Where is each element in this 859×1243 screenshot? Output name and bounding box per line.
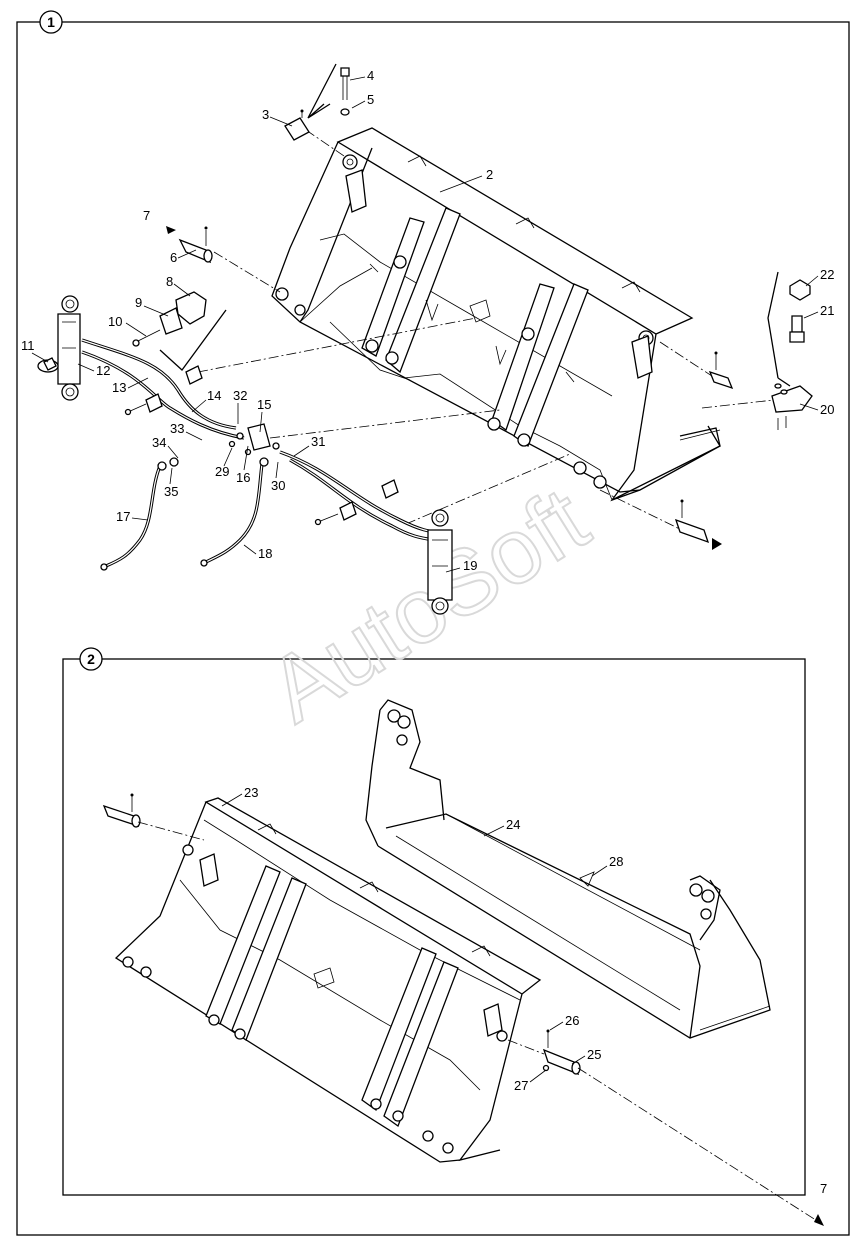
hose-18 — [200, 457, 269, 567]
callout-c23: 23 — [244, 785, 258, 800]
leader-c24 — [483, 825, 505, 837]
leader-c33 — [185, 431, 203, 441]
callout-7-bottom: 7 — [820, 1181, 827, 1196]
leader-c20 — [799, 403, 819, 411]
callout-c22: 22 — [820, 267, 834, 282]
leader-c10 — [125, 322, 147, 337]
callout-c17: 17 — [116, 509, 130, 524]
leader-c12 — [77, 363, 95, 372]
leader-c29 — [223, 447, 233, 467]
tooth-20 — [771, 383, 813, 430]
callout-c34: 34 — [152, 435, 166, 450]
callout-c29: 29 — [215, 464, 229, 479]
leader-c11 — [31, 352, 49, 363]
callout-c6: 6 — [170, 250, 177, 265]
callout-c24: 24 — [506, 817, 520, 832]
callout-c28: 28 — [609, 854, 623, 869]
leader-c30 — [275, 461, 279, 479]
callout-c35: 35 — [164, 484, 178, 499]
bucket-main — [271, 127, 721, 502]
leader-c23 — [221, 793, 243, 807]
frame-2-badge — [79, 647, 103, 671]
hoses-13-14 — [81, 338, 245, 440]
pin-right-upper — [708, 351, 734, 390]
leader-c2 — [439, 175, 483, 193]
bolt-21-nut-22 — [767, 271, 811, 387]
callout-c32: 32 — [233, 388, 247, 403]
pin-6 — [166, 226, 213, 264]
inner-frame — [62, 658, 806, 1196]
pin-23-side — [102, 793, 141, 828]
leader-c28 — [591, 865, 608, 877]
leader-c13 — [127, 377, 149, 389]
leader-c19 — [445, 567, 461, 573]
bucket-24 — [365, 699, 771, 1039]
leader-c3 — [269, 116, 293, 127]
callout-c13: 13 — [112, 380, 126, 395]
callout-c31: 31 — [311, 434, 325, 449]
callout-c7: 7 — [143, 208, 150, 223]
watermark: AutoSoft — [252, 468, 605, 742]
callout-c26: 26 — [565, 1013, 579, 1028]
pin-25 — [542, 1029, 581, 1076]
leader-c25 — [571, 1055, 586, 1065]
callout-c4: 4 — [367, 68, 374, 83]
leader-c26 — [549, 1021, 564, 1031]
callout-c3: 3 — [262, 107, 269, 122]
leader-c16 — [243, 445, 249, 471]
callout-c20: 20 — [820, 402, 834, 417]
callout-c33: 33 — [170, 421, 184, 436]
leader-c18 — [243, 544, 257, 555]
leader-c14 — [191, 399, 207, 413]
callout-c15: 15 — [257, 397, 271, 412]
callout-c12: 12 — [96, 363, 110, 378]
leader-c35 — [169, 467, 173, 485]
callout-c18: 18 — [258, 546, 272, 561]
frame-2-label: 2 — [87, 651, 95, 667]
callout-leaders — [31, 76, 819, 1083]
leader-c15 — [259, 411, 263, 433]
bolt-4 — [307, 63, 350, 119]
pin-3 — [284, 109, 310, 141]
callout-c9: 9 — [135, 295, 142, 310]
clamp-8-9-10 — [132, 291, 227, 371]
frame-1-label: 1 — [47, 14, 55, 30]
callout-c2: 2 — [486, 167, 493, 182]
hoses-to-19 — [279, 450, 441, 542]
cylinder-12 — [37, 295, 81, 401]
callout-c27: 27 — [514, 1078, 528, 1093]
callout-c21: 21 — [820, 303, 834, 318]
leader-c4 — [349, 76, 366, 81]
leader-c17 — [131, 517, 149, 521]
outer-frame — [16, 21, 850, 1236]
callout-c14: 14 — [207, 388, 221, 403]
hose-17 — [100, 457, 179, 571]
leader-c5 — [351, 100, 366, 109]
bucket-23 — [114, 797, 542, 1163]
leader-c9 — [143, 305, 169, 317]
leader-c21 — [803, 311, 819, 319]
block-15 — [228, 423, 280, 456]
callout-c25: 25 — [587, 1047, 601, 1062]
callout-c8: 8 — [166, 274, 173, 289]
cylinder-19 — [427, 509, 453, 615]
leader-c34 — [167, 445, 179, 459]
pin-right-lower — [674, 499, 722, 550]
callout-c11: 11 — [21, 338, 35, 353]
leader-c31 — [293, 445, 310, 457]
leader-c22 — [805, 275, 819, 287]
leader-c27 — [529, 1069, 547, 1083]
frame-1-badge — [39, 10, 63, 34]
callout-labels: 2345678910111213141516171819202122232425… — [21, 68, 834, 1093]
callout-c19: 19 — [463, 558, 477, 573]
leader-c6 — [177, 249, 197, 259]
leader-c8 — [173, 283, 191, 297]
callout-c30: 30 — [271, 478, 285, 493]
callout-c10: 10 — [108, 314, 122, 329]
callout-c5: 5 — [367, 92, 374, 107]
callout-c16: 16 — [236, 470, 250, 485]
